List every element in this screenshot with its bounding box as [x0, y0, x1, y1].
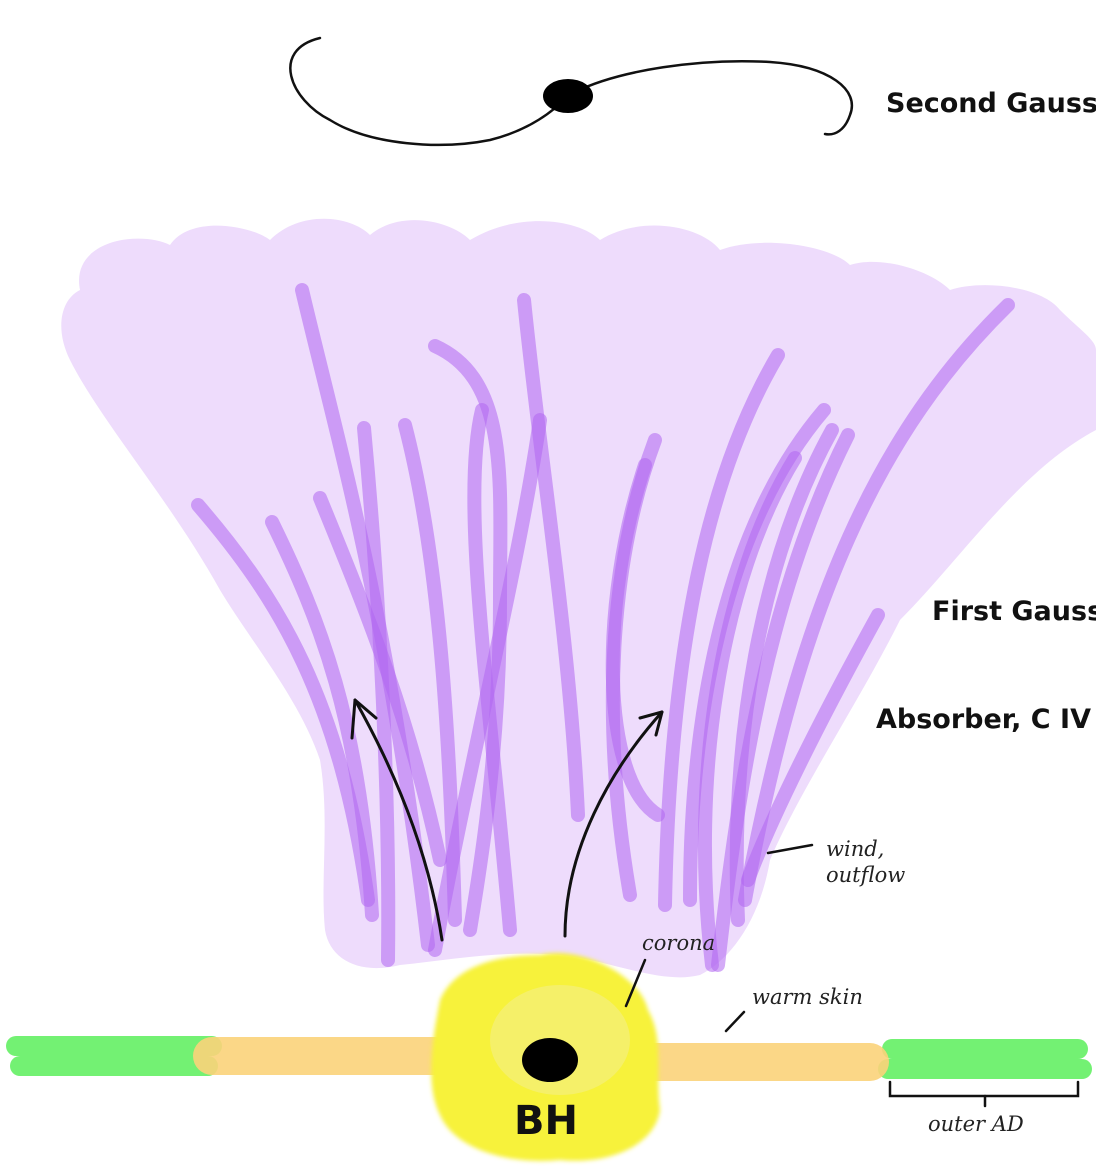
cloud-shape [61, 218, 1096, 978]
second-gauss-feature [289, 36, 853, 147]
warm-skin [193, 1037, 889, 1081]
second-gauss-label: Second Gauss [886, 88, 1096, 119]
streamline [658, 348, 785, 912]
arrow-left-head [350, 698, 378, 740]
arrow-right [563, 710, 664, 938]
streamline [467, 403, 517, 937]
streamline [605, 458, 665, 822]
streamline [428, 413, 547, 957]
wind-streamlines [191, 283, 1015, 972]
streamline [295, 283, 435, 952]
warm-skin-pointer [724, 1010, 746, 1033]
second-gauss-dot [543, 79, 593, 113]
streamline [517, 293, 585, 822]
black-hole [522, 1038, 578, 1082]
streamline [711, 428, 855, 972]
streamline [357, 421, 396, 967]
outer-accretion-disk [6, 1036, 1092, 1079]
first-gauss-label: First Gauss [932, 596, 1096, 627]
second-gauss-curve-right [573, 59, 853, 136]
black-hole-label: BH [514, 1098, 578, 1144]
label-pointers [624, 843, 1080, 1108]
streamline [697, 451, 802, 972]
corona-label: corona [642, 931, 715, 955]
outflow-arrows [350, 698, 664, 942]
streamline [738, 298, 1015, 907]
streamline [265, 515, 379, 922]
streamline [741, 608, 885, 887]
wind-label-line1: wind, [826, 837, 884, 861]
absorber-cloud [61, 218, 1096, 978]
wind-pointer [766, 843, 814, 855]
corona-pointer [624, 958, 647, 1008]
outer-ad-label: outer AD [928, 1112, 1024, 1136]
streamline [191, 498, 375, 907]
arrow-left [353, 698, 444, 942]
wind-label-line2: outflow [826, 863, 905, 887]
arrow-right-head [638, 710, 664, 737]
second-gauss-curve-left [289, 36, 567, 147]
warm-skin-label: warm skin [752, 985, 863, 1009]
outer-ad-bracket [888, 1080, 1080, 1098]
absorber-label: Absorber, C IV [876, 704, 1091, 735]
